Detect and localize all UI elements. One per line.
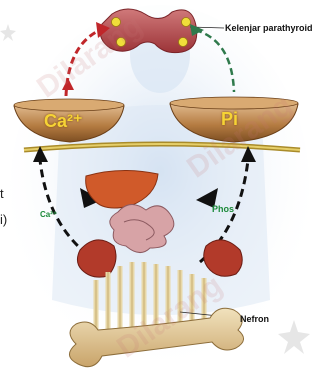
- calcium-pan-label: Ca²⁺: [44, 111, 83, 132]
- cropped-edge-text: t: [0, 186, 4, 201]
- nefron-label: Nefron: [240, 314, 269, 324]
- phosphate-pan-label: Pi: [221, 109, 238, 130]
- calcium-arrow-label: Ca²⁺: [40, 210, 57, 219]
- cropped-edge-text: i): [0, 212, 7, 227]
- phosphate-arrow-label: Phos: [212, 204, 234, 214]
- parathyroid-label: Kelenjar parathyroid: [225, 23, 313, 33]
